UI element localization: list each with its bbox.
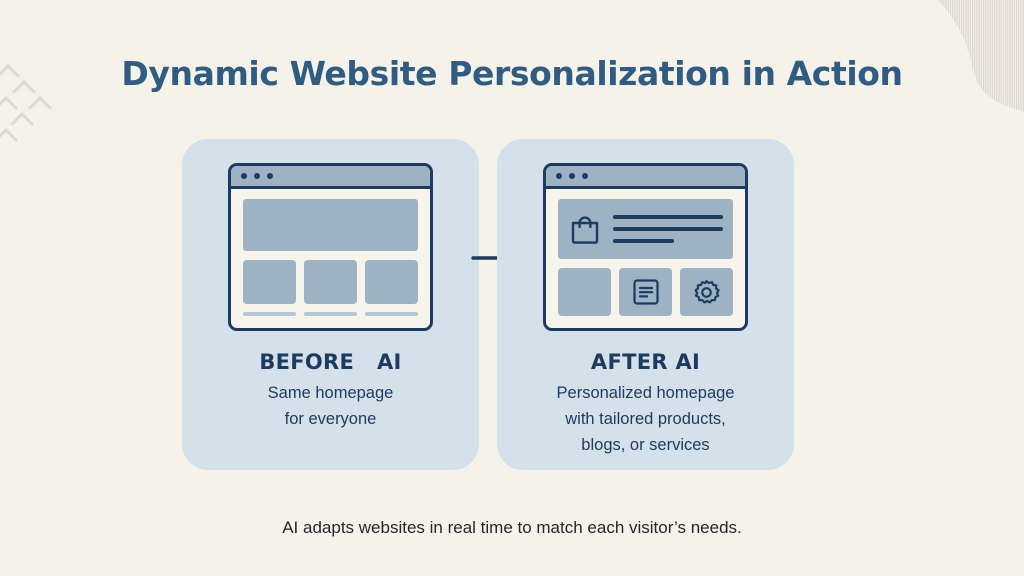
- page-title: Dynamic Website Personalization in Actio…: [121, 54, 903, 93]
- window-dot-icon: [569, 173, 575, 179]
- window-dot-icon: [267, 173, 273, 179]
- browser-title-bar: [231, 166, 430, 189]
- window-dot-icon: [556, 173, 562, 179]
- gear-icon: [694, 279, 720, 303]
- hero-text-lines: [613, 215, 723, 243]
- browser-mockup-after: [543, 163, 748, 331]
- hero-text-line: [613, 215, 723, 219]
- browser-title-bar: [546, 166, 745, 189]
- personalized-tile-row: [558, 268, 733, 316]
- caption-line-row: [243, 312, 418, 316]
- window-dot-icon: [241, 173, 247, 179]
- hero-text-line: [613, 239, 674, 243]
- caption-line: [304, 312, 357, 316]
- window-dot-icon: [582, 173, 588, 179]
- panel-description-before: Same homepage for everyone: [267, 384, 394, 428]
- generic-card-row: [243, 260, 418, 304]
- window-dot-icon: [254, 173, 260, 179]
- generic-card: [365, 260, 418, 304]
- generic-card: [304, 260, 357, 304]
- blog-tile: [619, 268, 672, 316]
- browser-content-after: [546, 189, 745, 328]
- generic-card: [243, 260, 296, 304]
- services-tile: [680, 268, 733, 316]
- footer-caption: AI adapts websites in real time to match…: [282, 518, 742, 537]
- hero-placeholder-block: [243, 199, 418, 251]
- caption-line: [365, 312, 418, 316]
- product-tile: [558, 268, 611, 316]
- panel-heading-before: BEFORE AI: [259, 350, 402, 374]
- browser-content-before: [231, 189, 430, 328]
- personalized-hero-block: [558, 199, 733, 259]
- caption-line: [243, 312, 296, 316]
- comparison-stage: BEFORE AI Same homepage for everyone: [182, 139, 794, 470]
- browser-mockup-before: [228, 163, 433, 331]
- panel-after-ai: AFTER AI Personalized homepage with tail…: [497, 139, 794, 470]
- shopping-bag-icon: [571, 216, 599, 244]
- panel-heading-after: AFTER AI: [590, 350, 701, 374]
- panel-description-after: Personalized homepage with tailored prod…: [556, 384, 735, 454]
- hero-text-line: [613, 227, 723, 231]
- panel-before-ai: BEFORE AI Same homepage for everyone: [182, 139, 479, 470]
- document-icon: [632, 279, 659, 305]
